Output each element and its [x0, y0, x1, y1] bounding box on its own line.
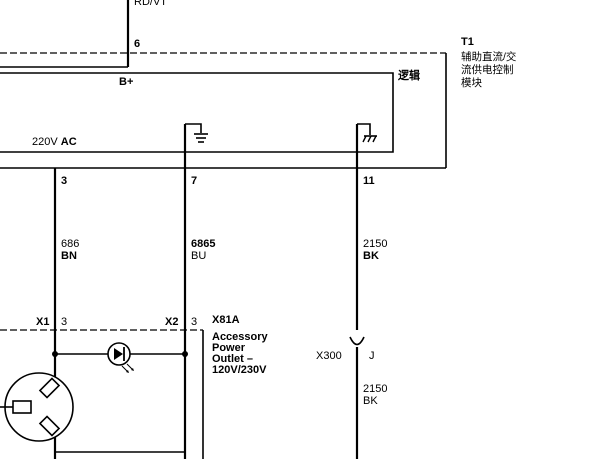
- module-name-line3: 模块: [461, 77, 482, 89]
- chassis-ground-icon: [183, 123, 208, 168]
- connector-x1-pin: 3: [61, 316, 67, 328]
- outlet-desc-line3: Outlet –: [212, 353, 253, 365]
- module-logic-block: [0, 72, 394, 153]
- outlet-boundary: [0, 329, 204, 459]
- outlet-desc-line2: Power: [212, 342, 246, 354]
- supply-wire-color: RD/VT: [134, 0, 167, 8]
- logic-label: 逻辑: [398, 68, 420, 82]
- wire-2150-lower-circuit: 2150: [363, 383, 387, 395]
- junction-left: [52, 351, 58, 357]
- connector-x1: X1: [36, 316, 49, 328]
- wire-6865-circuit: 6865: [191, 238, 215, 250]
- outlet-desc-line1: Accessory: [212, 331, 269, 343]
- module-pin-7: 7: [191, 175, 197, 187]
- led-lamp-icon: [107, 342, 134, 373]
- outlet-id: X81A: [212, 314, 240, 326]
- connector-x2-pin: 3: [191, 316, 197, 328]
- x300-label: X300: [316, 350, 342, 362]
- ac-label: 220V AC: [32, 136, 77, 148]
- wire-686-color: BN: [61, 250, 77, 262]
- wire-2150-color: BK: [363, 250, 379, 262]
- supply-pin-6: 6: [134, 38, 140, 50]
- junction-right: [182, 351, 188, 357]
- outlet-desc-line4: 120V/230V: [212, 364, 267, 376]
- module-pin-3: 3: [61, 175, 67, 187]
- connector-x2: X2: [165, 316, 178, 328]
- wire-6865-color: BU: [191, 250, 206, 262]
- power-outlet-icon: [0, 372, 74, 442]
- wire-686-circuit: 686: [61, 238, 79, 250]
- supply-label: B+: [119, 76, 133, 88]
- wire-2150-lower-color: BK: [363, 395, 378, 407]
- signal-ground-icon: [355, 123, 377, 168]
- module-pin-11: 11: [363, 175, 375, 187]
- inline-connector-x300: [349, 336, 365, 459]
- module-name-line2: 流供电控制: [461, 63, 514, 76]
- module-name-line1: 辅助直流/交: [461, 50, 517, 63]
- x300-pin: J: [369, 350, 375, 362]
- module-id: T1: [461, 36, 474, 48]
- wire-2150-circuit: 2150: [363, 238, 387, 250]
